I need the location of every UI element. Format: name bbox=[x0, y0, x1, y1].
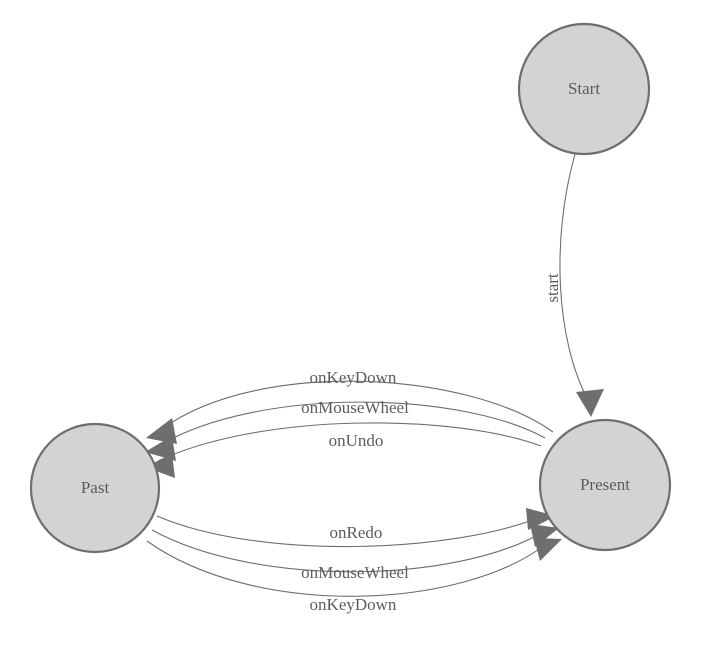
node-start[interactable]: Start bbox=[517, 22, 651, 156]
edge-label-onkeydown-upper: onKeyDown bbox=[310, 368, 397, 387]
node-past-label: Past bbox=[81, 478, 110, 497]
node-present-label: Present bbox=[580, 475, 630, 494]
edge-path-start bbox=[559, 153, 589, 401]
edge-path-onmousewheel-lower bbox=[151, 529, 546, 573]
edge-label-onkeydown-lower: onKeyDown bbox=[310, 595, 397, 614]
edge-path-onkeydown-lower bbox=[146, 540, 550, 597]
edge-path-onmousewheel-upper bbox=[159, 401, 546, 446]
arrowhead-into-present-start bbox=[576, 389, 604, 417]
edge-label-onundo: onUndo bbox=[329, 431, 384, 450]
edge-label-onredo: onRedo bbox=[330, 523, 383, 542]
node-past-circle bbox=[29, 422, 161, 554]
node-start-circle bbox=[517, 22, 651, 156]
edge-present-to-past-onundo[interactable] bbox=[145, 422, 542, 478]
edge-path-onredo bbox=[156, 515, 541, 548]
arrowhead-into-past-1 bbox=[146, 418, 177, 444]
arrowhead-into-present-3 bbox=[534, 538, 562, 561]
edge-present-to-past-onkeydown[interactable] bbox=[146, 380, 554, 444]
edge-present-to-past-onmousewheel[interactable] bbox=[145, 401, 546, 461]
edge-past-to-present-onkeydown[interactable] bbox=[146, 538, 562, 597]
node-start-label: Start bbox=[568, 79, 600, 98]
edge-label-onmousewheel-lower: onMouseWheel bbox=[301, 563, 409, 582]
arrowhead-into-past-3 bbox=[145, 454, 175, 478]
node-past[interactable]: Past bbox=[29, 422, 161, 554]
edge-label-start: start bbox=[543, 273, 562, 303]
edge-path-onkeydown-upper bbox=[161, 380, 554, 433]
arrowhead-into-past-2 bbox=[145, 436, 176, 461]
edge-path-onundo bbox=[157, 422, 542, 462]
edge-start-to-present[interactable] bbox=[559, 153, 604, 417]
node-present[interactable]: Present bbox=[538, 418, 672, 552]
node-present-circle bbox=[538, 418, 672, 552]
edge-label-onmousewheel-upper: onMouseWheel bbox=[301, 398, 409, 417]
